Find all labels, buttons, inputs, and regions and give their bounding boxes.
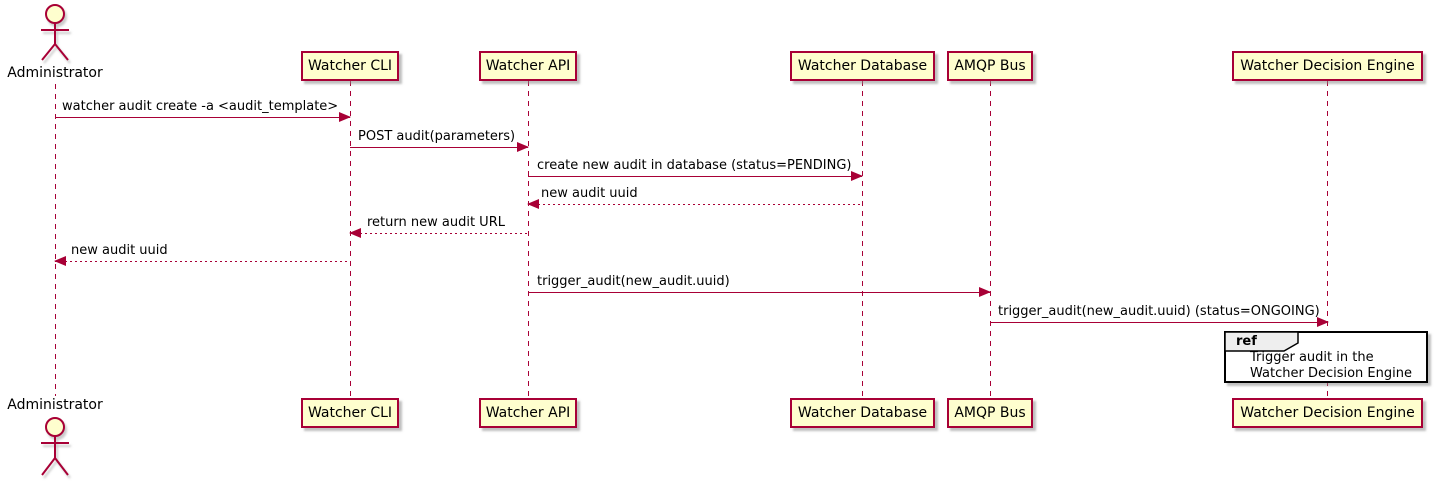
participant-top-watcher-decision-engine: Watcher Decision Engine: [1232, 51, 1423, 81]
participant-label: Watcher CLI: [307, 58, 393, 74]
message-label: return new audit URL: [367, 215, 505, 230]
lifeline-watcher-cli: [350, 81, 351, 398]
arrowhead-icon: [54, 256, 66, 266]
lifeline-watcher-api: [528, 81, 529, 398]
participant-top-watcher-cli: Watcher CLI: [301, 51, 399, 81]
message-return-audit-url: return new audit URL: [349, 215, 528, 238]
participant-label: Watcher API: [485, 405, 571, 421]
participant-bottom-watcher-api: Watcher API: [479, 398, 577, 428]
message-label: trigger_audit(new_audit.uuid) (status=ON…: [998, 304, 1320, 319]
message-new-audit-uuid-db: new audit uuid: [527, 186, 862, 209]
participant-label: Watcher Database: [797, 58, 928, 74]
participant-bottom-watcher-cli: Watcher CLI: [301, 398, 399, 428]
arrowhead-icon: [517, 142, 529, 152]
participant-label: Watcher CLI: [307, 405, 393, 421]
arrowhead-icon: [979, 287, 991, 297]
message-trigger-audit-ongoing: trigger_audit(new_audit.uuid) (status=ON…: [990, 304, 1329, 327]
participant-bottom-watcher-database: Watcher Database: [790, 398, 935, 428]
participant-label: AMQP Bus: [954, 405, 1026, 421]
message-new-audit-uuid-admin: new audit uuid: [54, 243, 350, 266]
lifeline-administrator: [55, 84, 56, 396]
message-label: new audit uuid: [71, 243, 168, 258]
ref-text-line2: Watcher Decision Engine: [1250, 365, 1412, 381]
message-label: create new audit in database (status=PEN…: [537, 158, 852, 173]
message-create-audit-db: create new audit in database (status=PEN…: [528, 158, 863, 181]
participant-top-watcher-api: Watcher API: [479, 51, 577, 81]
ref-tab: [1225, 332, 1299, 352]
arrowhead-icon: [851, 171, 863, 181]
message-post-audit: POST audit(parameters): [350, 129, 529, 152]
ref-text-line1: Trigger audit in the: [1250, 350, 1374, 365]
participant-top-watcher-database: Watcher Database: [790, 51, 935, 81]
message-label: new audit uuid: [541, 186, 638, 201]
participant-label: Watcher Decision Engine: [1240, 405, 1415, 421]
arrowhead-icon: [1317, 317, 1329, 327]
participant-bottom-watcher-decision-engine: Watcher Decision Engine: [1232, 398, 1423, 428]
lifeline-amqp-bus: [990, 81, 991, 398]
message-label: watcher audit create -a <audit_template>: [62, 99, 339, 114]
arrowhead-icon: [339, 112, 351, 122]
message-audit-create: watcher audit create -a <audit_template>: [55, 99, 351, 122]
lifeline-watcher-decision-engine: [1327, 81, 1328, 398]
participant-label: Watcher API: [485, 58, 571, 74]
ref-fragment: ref Trigger audit in the Watcher Decisio…: [1224, 331, 1428, 383]
message-trigger-audit: trigger_audit(new_audit.uuid): [528, 274, 991, 297]
arrowhead-icon: [527, 199, 539, 209]
actor-icon: [41, 4, 69, 61]
actor-label-bottom: Administrator: [7, 397, 103, 413]
participant-label: Watcher Decision Engine: [1240, 58, 1415, 74]
ref-keyword: ref: [1236, 334, 1257, 349]
actor-label-top: Administrator: [7, 65, 103, 81]
lifeline-watcher-database: [862, 81, 863, 398]
actor-icon: [41, 417, 69, 476]
participant-top-amqp-bus: AMQP Bus: [947, 51, 1033, 81]
arrowhead-icon: [349, 228, 361, 238]
participant-label: Watcher Database: [797, 405, 928, 421]
participant-bottom-amqp-bus: AMQP Bus: [947, 398, 1033, 428]
participant-label: AMQP Bus: [954, 58, 1026, 74]
message-label: trigger_audit(new_audit.uuid): [537, 274, 730, 289]
message-label: POST audit(parameters): [358, 129, 516, 144]
